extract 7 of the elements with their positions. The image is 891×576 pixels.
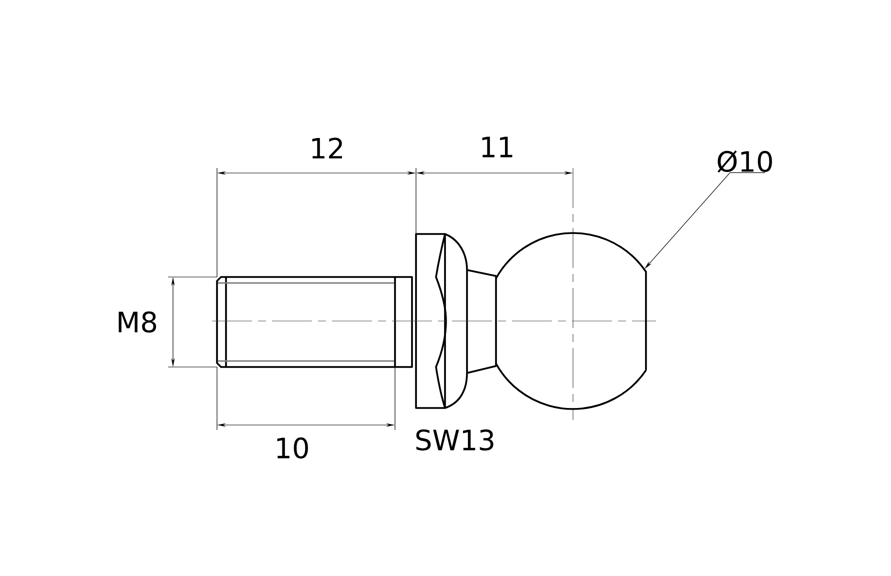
ball-drawing xyxy=(495,232,647,410)
dimension-label: 11 xyxy=(482,136,512,158)
dimension-label: M8 xyxy=(118,311,156,333)
dimension-label: SW13 xyxy=(416,429,494,451)
dimension-label: Ø10 xyxy=(718,150,772,173)
dimension-label: 10 xyxy=(277,437,308,459)
dimension-label: 12 xyxy=(312,138,342,158)
